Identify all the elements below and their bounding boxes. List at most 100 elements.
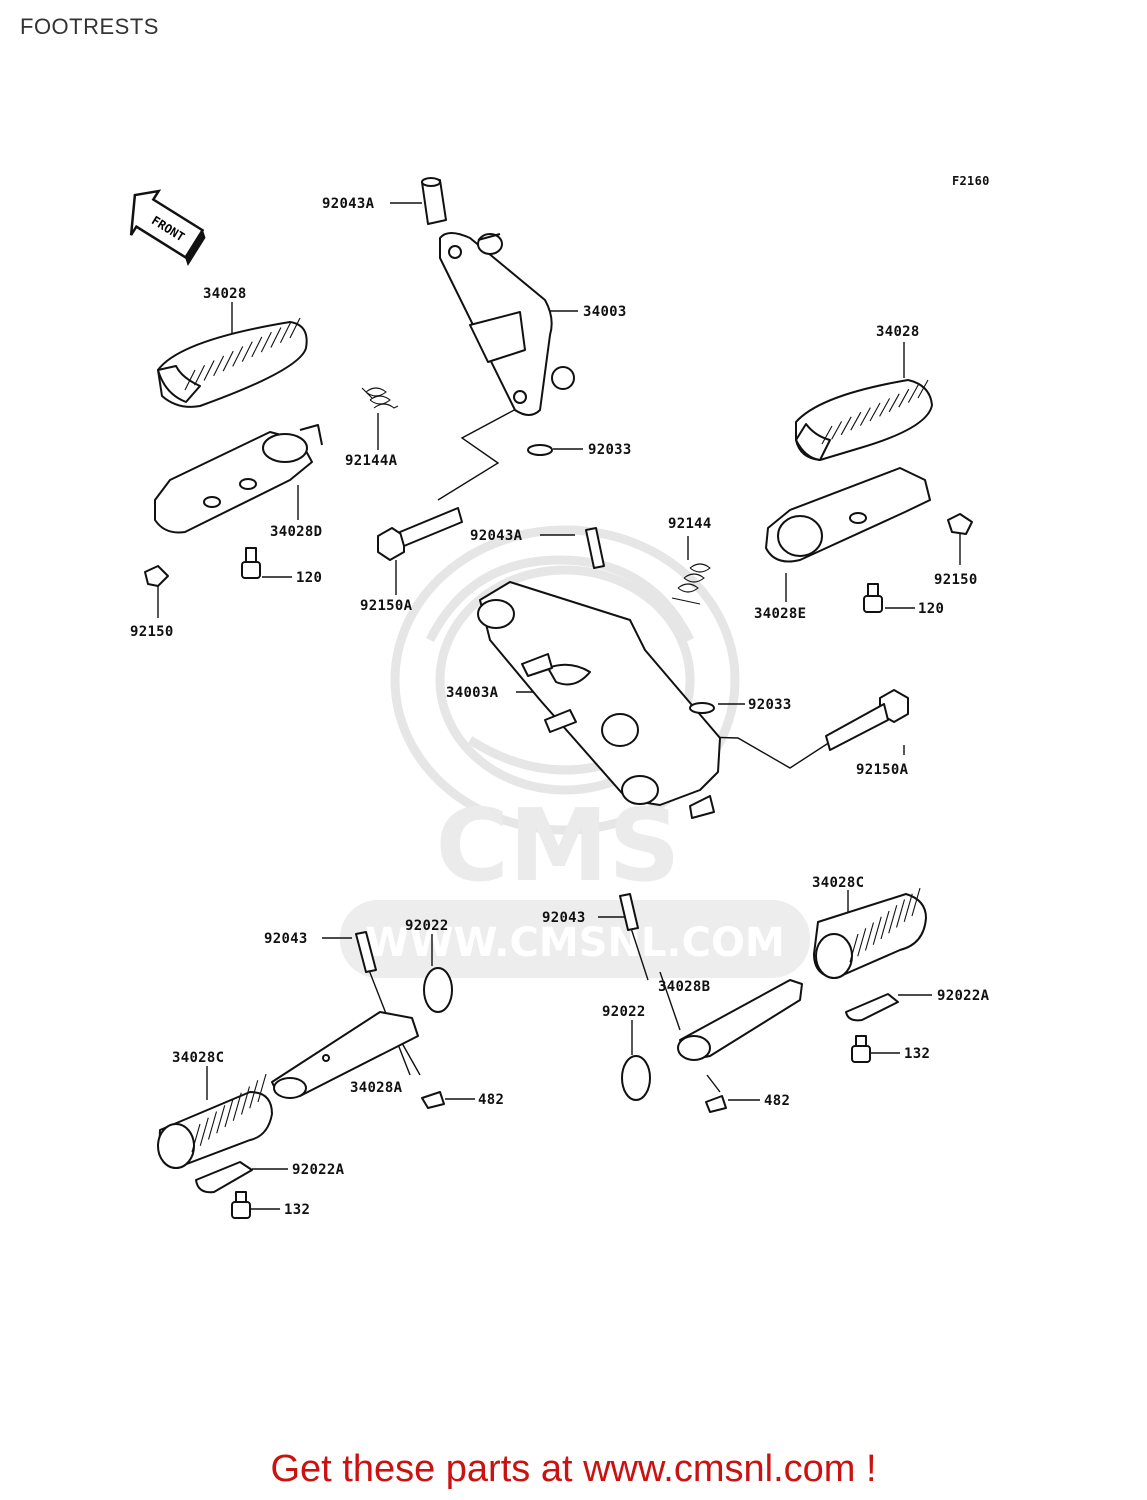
rubber-34028-left: [157, 317, 308, 408]
callout-482-right: 482: [764, 1093, 790, 1109]
bolt-92150a-upper: [377, 507, 463, 561]
bolt-132-right: [851, 1035, 871, 1063]
grip-rib: [869, 402, 881, 422]
callout-92150-right: 92150: [934, 572, 978, 588]
rubber-34028c-left: [157, 1073, 273, 1169]
callout-34028e: 34028E: [754, 606, 806, 622]
bolt-92150-right: [947, 513, 973, 535]
grip-rib: [857, 928, 867, 957]
bolt-120-right: [863, 583, 883, 613]
callout-34028-left: 34028: [203, 286, 247, 302]
grip-rib: [191, 1123, 201, 1153]
figure-code: F2160: [952, 174, 990, 188]
watermark-brand: CMS: [436, 787, 681, 904]
callout-120-left: 120: [296, 570, 322, 586]
bolt-92150-left: [144, 565, 169, 587]
callout-34028b: 34028B: [658, 979, 710, 995]
washer-92022-left: [423, 967, 453, 1013]
bolt-120-left: [241, 547, 261, 579]
parts-diagram: CMS WWW.CMSNL.COM FRONT F2160: [129, 174, 990, 1219]
grip-rib: [880, 910, 890, 940]
callout-92033-top: 92033: [588, 442, 632, 458]
callout-34028-right: 34028: [876, 324, 920, 340]
grip-rib: [257, 1073, 267, 1103]
watermark-pill: [340, 900, 810, 978]
callout-132-left: 132: [284, 1202, 310, 1218]
plate-92022a-left: [195, 1161, 253, 1194]
spring-92144: [671, 563, 711, 605]
grip-rib: [251, 336, 263, 358]
callout-34028c-right: 34028C: [812, 875, 864, 891]
watermark: CMS WWW.CMSNL.COM: [340, 525, 810, 978]
grip-rib: [241, 341, 253, 362]
callout-34003a: 34003A: [446, 685, 499, 701]
plate-34003a: [477, 581, 721, 819]
callout-92022-left: 92022: [405, 918, 449, 934]
pin-92043-left: [355, 931, 377, 973]
grip-rib: [194, 365, 206, 386]
grip-rib: [216, 1105, 226, 1134]
callout-92043a-mid: 92043A: [470, 528, 523, 544]
callout-482-left: 482: [478, 1092, 504, 1108]
callout-92022a-right: 92022A: [937, 988, 990, 1004]
grip-rib: [898, 388, 910, 408]
callout-92150a-upper: 92150A: [360, 598, 413, 614]
grip-rib: [213, 355, 225, 377]
clip-92033-right: [689, 702, 715, 714]
grip-rib: [260, 331, 272, 353]
pin-92043a-mid: [585, 527, 605, 569]
grip-rib: [888, 393, 900, 413]
clip-92033-top: [527, 444, 553, 456]
callout-92150-left: 92150: [130, 624, 174, 640]
callout-92043-left: 92043: [264, 931, 308, 947]
rubber-34028-right: [795, 379, 933, 461]
callout-34028c-left: 34028C: [172, 1050, 224, 1066]
page-title: FOOTRESTS: [20, 14, 159, 39]
callout-92150a-lower: 92150A: [856, 762, 909, 778]
grip-rib: [903, 893, 913, 922]
callout-92022a-left: 92022A: [292, 1162, 345, 1178]
pin-92043a-top: [421, 177, 447, 225]
grip-rib: [232, 346, 244, 367]
promo-link[interactable]: Get these parts at www.cmsnl.com !: [270, 1448, 877, 1490]
callout-92033-right: 92033: [748, 697, 792, 713]
grip-rib: [895, 899, 906, 928]
grip-rib: [249, 1080, 259, 1109]
callout-34003: 34003: [583, 304, 627, 320]
grip-rib: [879, 398, 891, 417]
grip-rib: [917, 379, 929, 399]
callout-labels: 92043A 34003 34028 92144A 92033 34028D 1…: [130, 196, 990, 1218]
grip-rib: [222, 350, 234, 372]
front-arrow-icon: FRONT: [129, 189, 206, 266]
bolt-132-left: [231, 1191, 251, 1219]
callout-92043a-top: 92043A: [322, 196, 375, 212]
grip-rib: [232, 1092, 242, 1121]
grip-rib: [289, 317, 301, 339]
grip-rib: [911, 887, 921, 917]
rubber-34028c-right: [813, 887, 927, 979]
grip-rib: [864, 922, 875, 951]
grip-rib: [279, 322, 291, 343]
plate-92022a-right: [845, 993, 899, 1022]
watermark-url: WWW.CMSNL.COM: [365, 920, 785, 966]
callout-132-right: 132: [904, 1046, 930, 1062]
callout-92022-right: 92022: [602, 1004, 646, 1020]
callout-34028d: 34028D: [270, 524, 322, 540]
clip-482-right: [705, 1095, 727, 1113]
callout-34028a: 34028A: [350, 1080, 403, 1096]
bolt-92150a-lower: [825, 689, 909, 751]
watermark-logo: [390, 525, 740, 835]
grip-rib: [859, 407, 871, 426]
grip-rib: [240, 1086, 251, 1115]
grip-rib: [224, 1098, 234, 1128]
grip-rib: [840, 416, 852, 436]
grip-rib: [199, 1117, 209, 1146]
footpeg-34028a: [271, 1011, 419, 1099]
grip-rib: [849, 933, 859, 963]
footpeg-34028e: [765, 467, 931, 563]
grip-rib: [907, 384, 919, 403]
grip-rib: [831, 421, 843, 440]
bracket-34003: [439, 232, 575, 416]
callout-92144a: 92144A: [345, 453, 398, 469]
footpeg-34028b: [677, 979, 803, 1061]
